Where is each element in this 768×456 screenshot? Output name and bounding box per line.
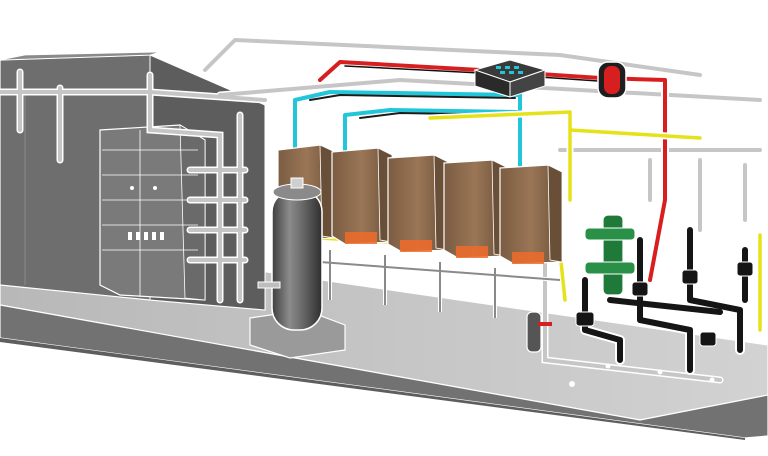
expansion-vessel bbox=[597, 61, 627, 99]
boiler-unit bbox=[443, 159, 507, 259]
boiler-bank bbox=[277, 144, 563, 265]
heat-exchanger-box bbox=[473, 59, 547, 98]
boiler-unit bbox=[331, 147, 393, 245]
pump-manifold bbox=[575, 225, 754, 375]
boiler-unit bbox=[499, 164, 563, 265]
dosing-pot bbox=[526, 311, 552, 353]
control-panel bbox=[99, 124, 206, 301]
hydraulic-separator bbox=[584, 214, 636, 296]
boiler-unit bbox=[387, 154, 449, 253]
cyan-flue-pipework bbox=[291, 81, 524, 179]
buffer-tank bbox=[249, 177, 346, 359]
